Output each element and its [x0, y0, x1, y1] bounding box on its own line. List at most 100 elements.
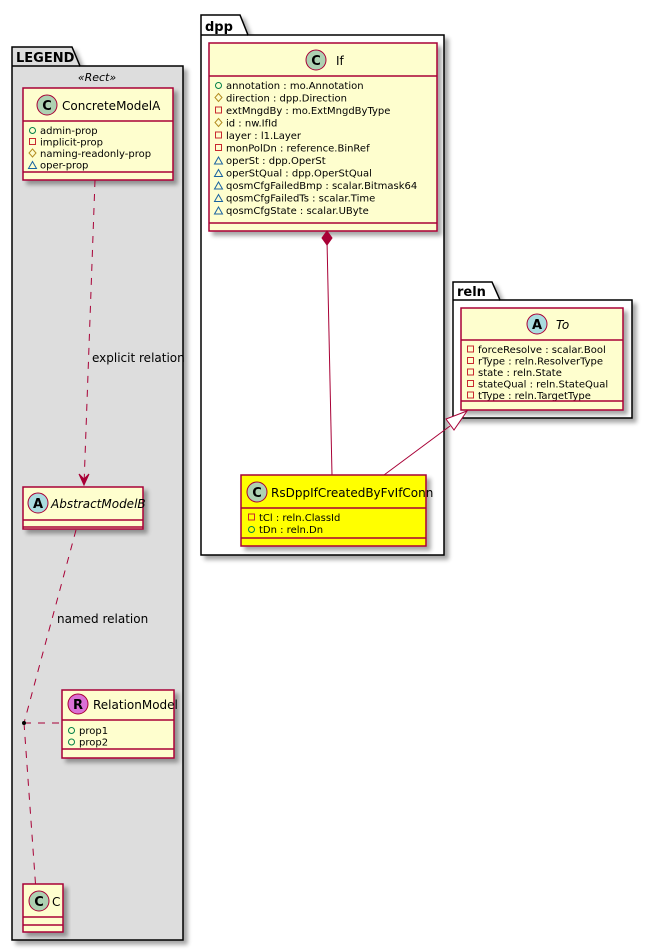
- class-name: To: [556, 318, 569, 332]
- attribute-row: tCl : reln.ClassId: [248, 513, 340, 524]
- attribute-text: operSt : dpp.OperSt: [226, 156, 326, 167]
- attribute-text: state : reln.State: [478, 368, 562, 379]
- private-visibility-icon: [248, 513, 255, 521]
- attribute-text: direction : dpp.Direction: [226, 94, 347, 105]
- attribute-row: qosmCfgState : scalar.UByte: [213, 205, 369, 217]
- public-visibility-icon: [68, 727, 75, 734]
- package-reln-title: reln: [457, 285, 486, 300]
- class-name: If: [336, 54, 345, 68]
- attribute-text: id : nw.IfId: [226, 119, 277, 130]
- edge-label-explicit: explicit relation: [92, 351, 185, 365]
- attribute-row: direction : dpp.Direction: [214, 92, 347, 105]
- attribute-text: prop1: [79, 726, 108, 737]
- public-visibility-icon: [29, 127, 36, 134]
- attribute-row: extMngdBy : mo.ExtMngdByType: [215, 106, 390, 117]
- attribute-row: id : nw.IfId: [214, 117, 277, 130]
- attribute-text: monPolDn : reference.BinRef: [226, 144, 370, 155]
- edge-label-named: named relation: [57, 612, 148, 626]
- package-visibility-icon: [213, 193, 224, 202]
- public-visibility-icon: [215, 82, 222, 89]
- public-visibility-icon: [248, 526, 255, 533]
- private-visibility-icon: [29, 138, 36, 145]
- attribute-text: implicit-prop: [40, 138, 103, 149]
- class-if[interactable]: C If annotation : mo.Annotation direction…: [208, 42, 438, 232]
- protected-visibility-icon: [28, 148, 37, 158]
- attribute-row: tType : reln.TargetType: [467, 391, 591, 402]
- private-visibility-icon: [467, 380, 474, 387]
- protected-visibility-icon: [214, 92, 223, 103]
- attribute-text: qosmCfgFailedBmp : scalar.Bitmask64: [226, 181, 417, 192]
- private-visibility-icon: [215, 144, 222, 151]
- attribute-row: implicit-prop: [29, 138, 103, 149]
- class-badge-letter: C: [42, 99, 52, 114]
- inheritance-arrow-icon: [445, 409, 469, 431]
- class-name: RelationModel: [93, 698, 178, 712]
- abstract-badge-icon: [526, 313, 548, 335]
- attribute-row: operSt : dpp.OperSt: [213, 155, 326, 167]
- abstract-badge-letter: A: [532, 318, 542, 333]
- attribute-text: tCl : reln.ClassId: [259, 513, 340, 524]
- attribute-row: prop1: [68, 726, 108, 737]
- class-badge-letter: C: [311, 54, 321, 69]
- attribute-text: qosmCfgState : scalar.UByte: [226, 206, 369, 217]
- abstract-badge-icon: [27, 492, 49, 514]
- attribute-text: extMngdBy : mo.ExtMngdByType: [226, 106, 390, 117]
- attribute-text: naming-readonly-prop: [40, 149, 151, 160]
- attribute-row: oper-prop: [27, 160, 88, 172]
- attribute-text: tType : reln.TargetType: [478, 391, 591, 402]
- attribute-text: prop2: [79, 738, 108, 749]
- attribute-text: layer : l1.Layer: [226, 131, 302, 142]
- attribute-row: admin-prop: [29, 126, 98, 137]
- edge-composition: [321, 230, 333, 476]
- package-visibility-icon: [213, 205, 224, 215]
- private-visibility-icon: [215, 106, 222, 114]
- attribute-text: operStQual : dpp.OperStQual: [226, 169, 372, 180]
- attribute-row: operStQual : dpp.OperStQual: [213, 168, 372, 180]
- private-visibility-icon: [467, 345, 474, 353]
- class-rs-dpp-if-created-by-fv-if-conn[interactable]: C RsDppIfCreatedByFvIfConn tCl : reln.Cl…: [240, 474, 433, 547]
- class-name: AbstractModelB: [50, 497, 146, 511]
- edge-explicit-relation: explicit relation: [78, 179, 185, 487]
- package-dpp-title: dpp: [205, 20, 233, 35]
- attribute-row: tDn : reln.Dn: [248, 525, 323, 536]
- class-concrete-model-a[interactable]: C ConcreteModelA admin-propimplicit-prop…: [22, 87, 174, 181]
- private-visibility-icon: [467, 391, 474, 399]
- attribute-text: rType : reln.ResolverType: [478, 357, 603, 368]
- relation-badge-letter: R: [73, 698, 83, 713]
- attribute-text: annotation : mo.Annotation: [226, 81, 364, 92]
- class-badge-icon: [28, 890, 50, 912]
- package-legend-title: LEGEND: [16, 51, 75, 66]
- package-visibility-icon: [27, 160, 38, 169]
- class-badge-letter: C: [252, 486, 262, 501]
- attribute-row: stateQual : reln.StateQual: [467, 380, 608, 391]
- package-visibility-icon: [213, 180, 224, 190]
- class-abstract-model-b[interactable]: A AbstractModelB: [22, 486, 146, 530]
- attribute-row: qosmCfgFailedBmp : scalar.Bitmask64: [213, 180, 417, 192]
- attribute-text: admin-prop: [40, 126, 98, 137]
- attribute-row: naming-readonly-prop: [28, 148, 151, 160]
- attribute-text: oper-prop: [40, 161, 88, 172]
- class-name: ConcreteModelA: [62, 99, 161, 113]
- package-visibility-icon: [213, 155, 224, 165]
- class-badge-icon: [36, 94, 58, 116]
- stereotype-label: «Rect»: [78, 71, 117, 84]
- attribute-text: tDn : reln.Dn: [259, 525, 323, 536]
- protected-visibility-icon: [214, 117, 223, 128]
- attribute-row: prop2: [68, 738, 108, 749]
- attribute-row: rType : reln.ResolverType: [467, 357, 603, 368]
- class-badge-icon: [305, 49, 327, 71]
- class-c[interactable]: C C: [22, 883, 64, 933]
- attribute-text: qosmCfgFailedTs : scalar.Time: [226, 194, 375, 205]
- package-visibility-icon: [213, 168, 224, 177]
- class-name: RsDppIfCreatedByFvIfConn: [271, 486, 433, 500]
- attribute-text: forceResolve : scalar.Bool: [478, 345, 606, 356]
- association-point: [22, 721, 26, 725]
- abstract-badge-letter: A: [33, 497, 43, 512]
- private-visibility-icon: [215, 131, 222, 139]
- private-visibility-icon: [467, 368, 474, 376]
- composition-diamond-icon: [321, 230, 333, 246]
- private-visibility-icon: [467, 357, 474, 364]
